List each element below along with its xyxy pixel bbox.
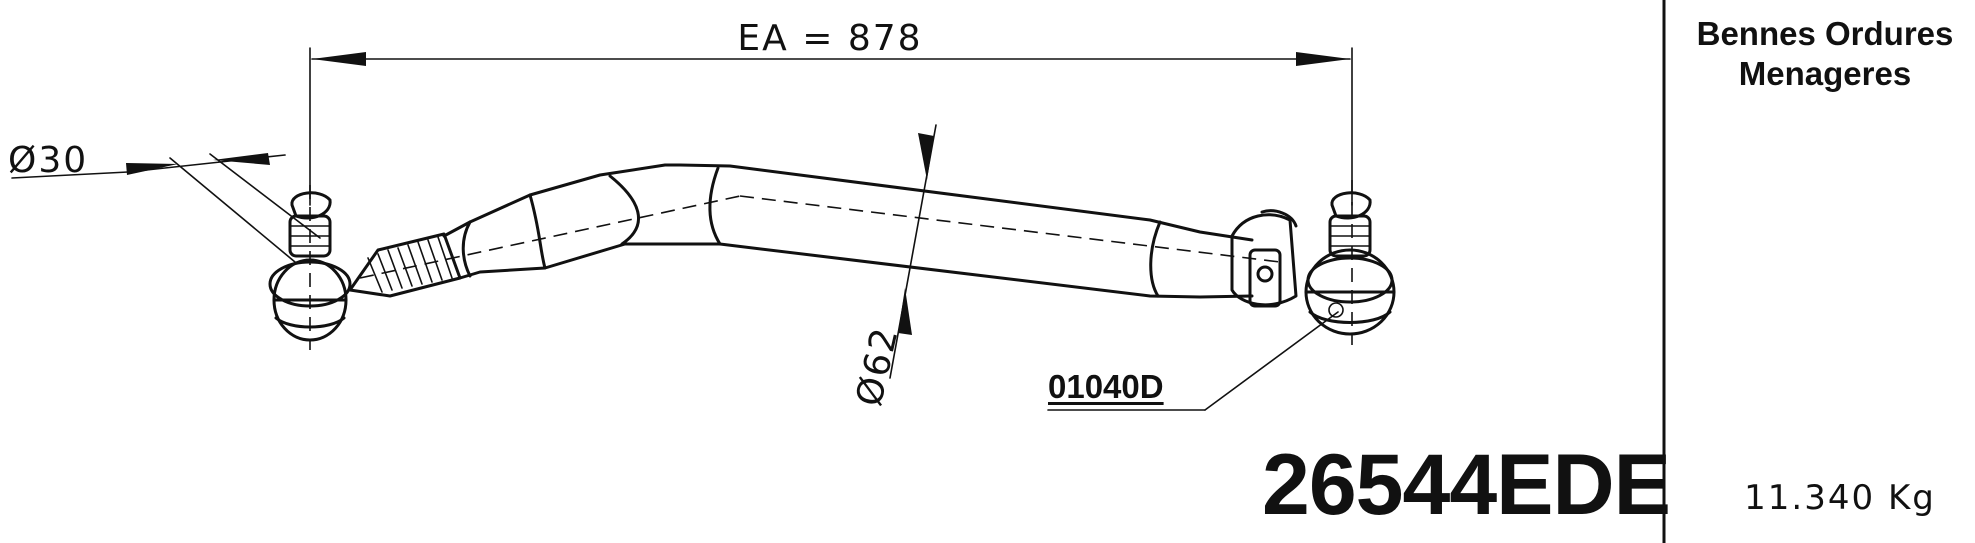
tube-diameter-label: Ø62 [849,323,907,410]
right-ball-joint [1304,180,1396,345]
ball-diameter-dimension: Ø30 [8,140,321,263]
length-dimension: EA = 878 [309,18,1353,206]
ball-dim-arrow-left [126,163,178,175]
tube-dim-arrow-bottom [898,288,912,335]
part-weight: 11.340 Kg [1744,478,1936,518]
dimension-arrow-right [1296,52,1350,66]
application-title: Bennes Ordures Menageres [1680,14,1970,94]
tube-dim-arrow-top [918,133,934,180]
application-title-line1: Bennes Ordures [1696,15,1954,52]
length-dimension-label: EA = 878 [737,18,922,59]
part-number: 26544EDE [1262,437,1671,533]
dimension-arrow-left [312,52,366,66]
ball-diameter-label: Ø30 [8,140,88,181]
left-ball-joint [268,185,352,350]
left-thread [348,232,462,298]
ref-code-callout: 01040D [1048,368,1164,405]
application-title-line2: Menageres [1738,55,1912,92]
callout-leader [1047,311,1339,411]
right-clamp [1230,209,1298,308]
ball-dim-arrow-right [213,153,270,165]
